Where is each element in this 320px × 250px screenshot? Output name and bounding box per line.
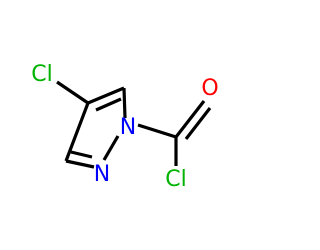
bond-n1-n2	[102, 135, 120, 161]
structure-canvas: Cl N N O Cl	[31, 62, 219, 192]
atom-cl-acyl-label: Cl	[165, 167, 186, 192]
atom-n1-label: N	[120, 115, 136, 140]
bond-c3-c4	[64, 102, 90, 162]
bond-n2-c3	[65, 159, 95, 169]
bond-c4-c5-inner	[95, 97, 122, 112]
atom-labels: Cl N N O Cl	[31, 62, 218, 192]
bond-c5-n1	[122, 87, 127, 119]
bond-c4-c5	[87, 86, 125, 105]
bond-c4-cl	[56, 80, 89, 105]
bond-n1-carbonyl	[137, 123, 177, 139]
bond-n2-c3-inner	[70, 150, 93, 159]
atom-cl-ring-label: Cl	[31, 62, 52, 87]
bond-carbonyl-o-inner	[184, 107, 212, 140]
atom-n2-label: N	[94, 162, 110, 187]
molecule-diagram: Cl N N O Cl	[31, 62, 218, 192]
atom-o-label: O	[201, 76, 218, 101]
bond-carbonyl-o	[174, 100, 206, 138]
bond-layer	[56, 80, 212, 169]
